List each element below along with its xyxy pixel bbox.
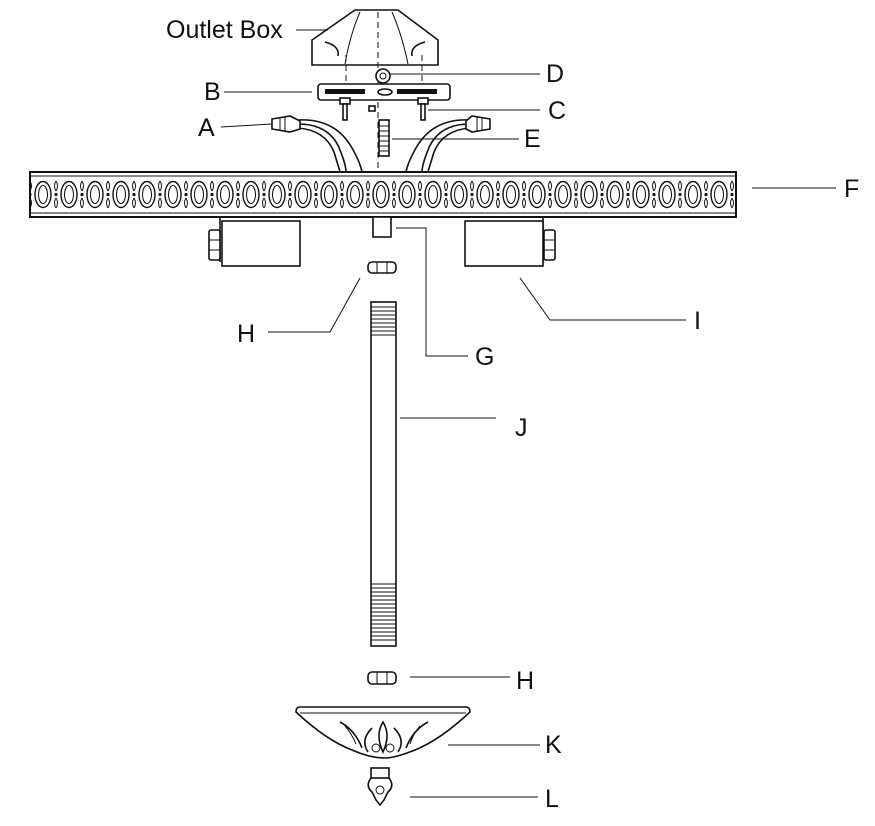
outlet-box	[311, 9, 439, 66]
label-a: A	[198, 114, 215, 142]
label-l: L	[545, 785, 559, 813]
hex-nut-bottom	[367, 671, 397, 685]
label-k: K	[545, 731, 562, 759]
finial-loop	[367, 767, 393, 807]
label-d: D	[546, 60, 564, 88]
label-i: I	[694, 307, 701, 335]
mounting-crossbar	[317, 83, 451, 101]
label-g: G	[475, 343, 494, 371]
mounting-screws	[339, 97, 429, 121]
down-rod	[370, 301, 397, 647]
label-e: E	[524, 125, 541, 153]
label-h-bottom: H	[516, 667, 534, 695]
label-f: F	[844, 175, 859, 203]
decorative-canopy-band	[29, 171, 737, 218]
threaded-nipple	[378, 119, 390, 157]
wires	[297, 119, 471, 173]
label-c: C	[548, 97, 566, 125]
center-nut	[375, 68, 391, 84]
wire-connectors	[271, 115, 491, 133]
decorative-cup	[295, 706, 471, 759]
hex-nut-top	[367, 261, 397, 274]
label-b: B	[204, 78, 221, 106]
label-h-top: H	[237, 320, 255, 348]
side-housings	[208, 217, 556, 267]
label-outlet-box: Outlet Box	[166, 16, 283, 44]
label-j: J	[515, 414, 528, 442]
leader-lines	[220, 29, 836, 798]
coupling	[372, 216, 392, 238]
